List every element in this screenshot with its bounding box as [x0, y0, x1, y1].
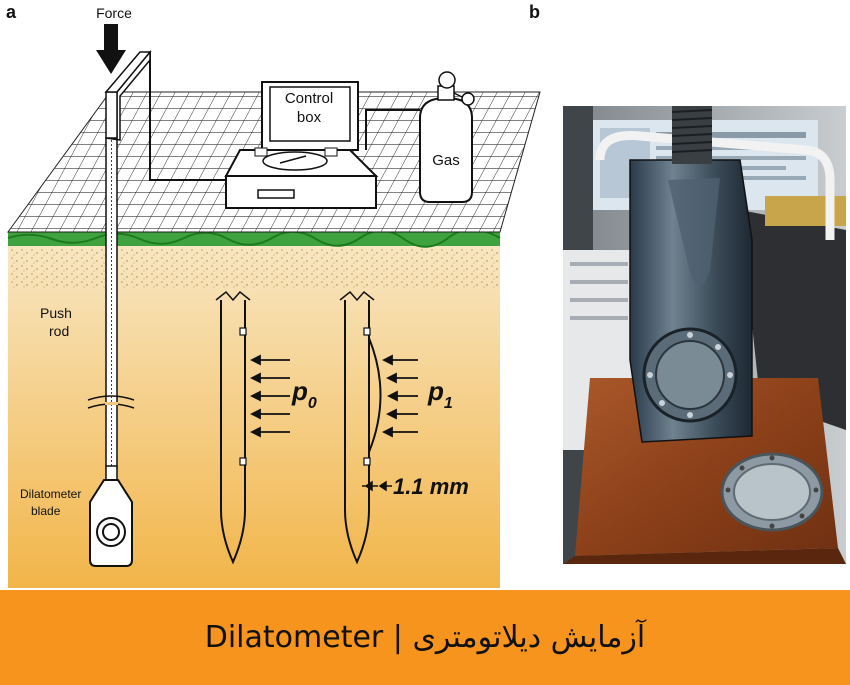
- control-box-label-line1: Control: [285, 90, 333, 107]
- displacement-label: 1.1 mm: [393, 474, 469, 499]
- blade-detail-p1: [339, 290, 382, 565]
- banner-title: آزمایش دیلاتومتری | Dilatometer: [204, 620, 646, 655]
- p1-label: p1: [427, 376, 453, 412]
- force-arrow-icon: [96, 24, 126, 74]
- gas-tube: [365, 109, 420, 150]
- figure-area: Control box Gas Force: [6, 2, 846, 588]
- push-rod-label-line2: rod: [49, 323, 69, 339]
- pressure-arrows-p1: [381, 354, 418, 438]
- push-rod: [105, 137, 118, 469]
- displacement-marker: [362, 478, 392, 494]
- dilatometer-photo: [563, 106, 846, 564]
- push-rod-label-line1: Push: [40, 305, 72, 321]
- panel-letter-a: a: [6, 2, 17, 22]
- gas-label: Gas: [432, 152, 460, 169]
- control-box-label-line2: box: [297, 109, 322, 126]
- dilatometer-diagram: Control box Gas Force: [7, 5, 846, 588]
- gas-bottle: [419, 71, 475, 203]
- soil-speckle: [8, 248, 500, 288]
- title-banner: آزمایش دیلاتومتری | Dilatometer: [0, 590, 850, 685]
- p0-label: p0: [291, 376, 317, 412]
- control-tube: [149, 52, 226, 181]
- pressure-arrows-p0: [249, 354, 290, 438]
- control-box: [224, 81, 379, 209]
- panel-letter-b: b: [529, 2, 540, 22]
- blade-detail-p0: [215, 290, 251, 565]
- dilatometer-label-line1: Dilatometer: [20, 487, 81, 501]
- dilatometer-label-line2: blade: [31, 504, 61, 518]
- dilatometer-blade: [89, 465, 133, 567]
- grass-texture: [7, 228, 501, 248]
- force-label: Force: [96, 5, 132, 21]
